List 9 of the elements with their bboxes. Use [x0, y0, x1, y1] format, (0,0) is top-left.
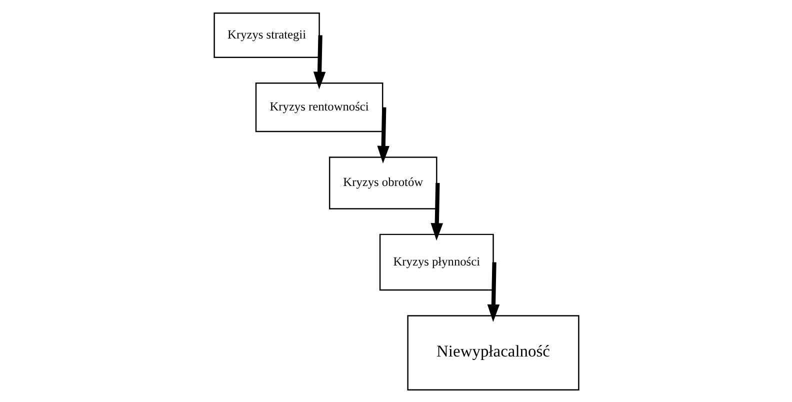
node-box: Kryzys strategii [213, 12, 320, 58]
node-box: Kryzys obrotów [328, 156, 437, 209]
node-box: Kryzys płynności [378, 233, 494, 290]
node-box: Niewypłacalność [406, 314, 579, 390]
arrow [430, 182, 443, 240]
arrow [312, 34, 326, 89]
arrow [376, 106, 389, 163]
node-box: Kryzys rentowności [254, 82, 383, 132]
arrow [486, 262, 500, 322]
